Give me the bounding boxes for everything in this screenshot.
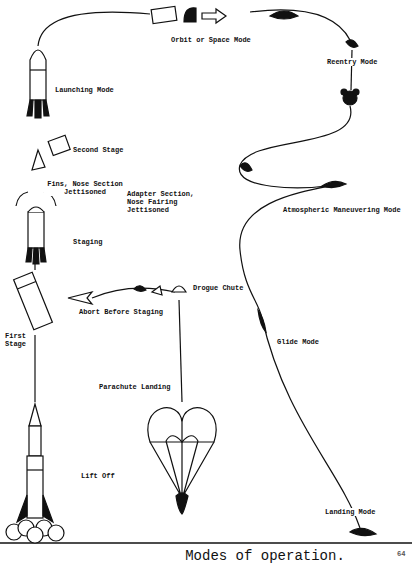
glider — [322, 181, 346, 187]
parachute — [181, 422, 182, 442]
mode-label: Glide Mode — [276, 338, 320, 346]
launch-vehicle — [30, 69, 46, 70]
mode-label: Abort Before Staging — [78, 308, 164, 316]
abort-path — [179, 300, 182, 402]
first-stage — [14, 272, 53, 330]
mode-label: First Stage — [4, 332, 34, 348]
staging-rocket — [28, 212, 44, 248]
reentry-vehicle — [346, 40, 358, 48]
mode-label: Launching Mode — [54, 86, 115, 94]
nozzle — [27, 100, 33, 116]
mode-label: Landing Mode — [324, 508, 376, 516]
mode-label: Reentry Mode — [326, 58, 378, 66]
nozzle — [33, 248, 39, 264]
nozzle — [43, 100, 49, 116]
second-stage — [48, 135, 70, 155]
rocket-fin — [43, 495, 53, 522]
caption: Modes of operation. — [185, 548, 345, 564]
jettisoned-piece — [134, 286, 146, 292]
mode-label: Staging — [72, 238, 103, 246]
escape-tower — [68, 292, 92, 304]
trajectory — [351, 50, 352, 90]
landed-glider — [350, 528, 376, 535]
first-stage — [17, 281, 36, 288]
nose-section — [32, 150, 45, 170]
mode-label: Drogue Chute — [192, 284, 244, 292]
space-vehicle — [270, 11, 298, 19]
smoke — [48, 525, 64, 541]
rocket-nose — [29, 404, 41, 426]
ground-line — [0, 542, 412, 544]
mode-label: Fins, Nose Section Jettisoned — [44, 180, 126, 196]
orbit-vehicle — [151, 6, 177, 23]
drogue-chute — [172, 286, 186, 292]
capsule — [176, 493, 188, 514]
mode-label: Atmospheric Maneuvering Mode — [282, 206, 402, 214]
orbit-vehicle — [184, 8, 196, 22]
rocket-body — [27, 456, 43, 518]
launch-vehicle — [30, 50, 46, 100]
glider — [240, 163, 252, 172]
trajectory — [250, 10, 350, 40]
staging-rocket — [28, 207, 44, 212]
rocket-band — [27, 469, 43, 470]
mode-label: Orbit or Space Mode — [170, 36, 252, 44]
page-number: 64 — [396, 550, 406, 558]
parachute — [148, 408, 216, 442]
mode-label: Second Stage — [72, 146, 124, 154]
nozzle — [26, 248, 32, 262]
hollow-arrow — [202, 9, 226, 23]
shroud-lines — [150, 441, 214, 496]
mode-label: Lift Off — [80, 472, 116, 480]
reentry-glow — [341, 89, 347, 95]
parachute — [166, 436, 198, 442]
reentry-glow — [353, 89, 359, 95]
nozzle — [40, 248, 46, 262]
mode-label: Parachute Landing — [98, 383, 171, 391]
fin-piece — [16, 192, 28, 206]
jettisoned-piece — [152, 286, 162, 295]
abort-path — [92, 288, 175, 298]
trajectory — [34, 335, 35, 402]
glider — [258, 310, 266, 332]
rocket-body — [29, 426, 41, 456]
smoke — [27, 527, 43, 543]
rocket-fin — [17, 495, 27, 522]
mode-label: Adapter Section, Nose Fairing Jettisoned — [126, 190, 202, 214]
trajectory — [38, 12, 150, 46]
nozzle — [35, 100, 41, 118]
trajectory — [239, 106, 360, 528]
